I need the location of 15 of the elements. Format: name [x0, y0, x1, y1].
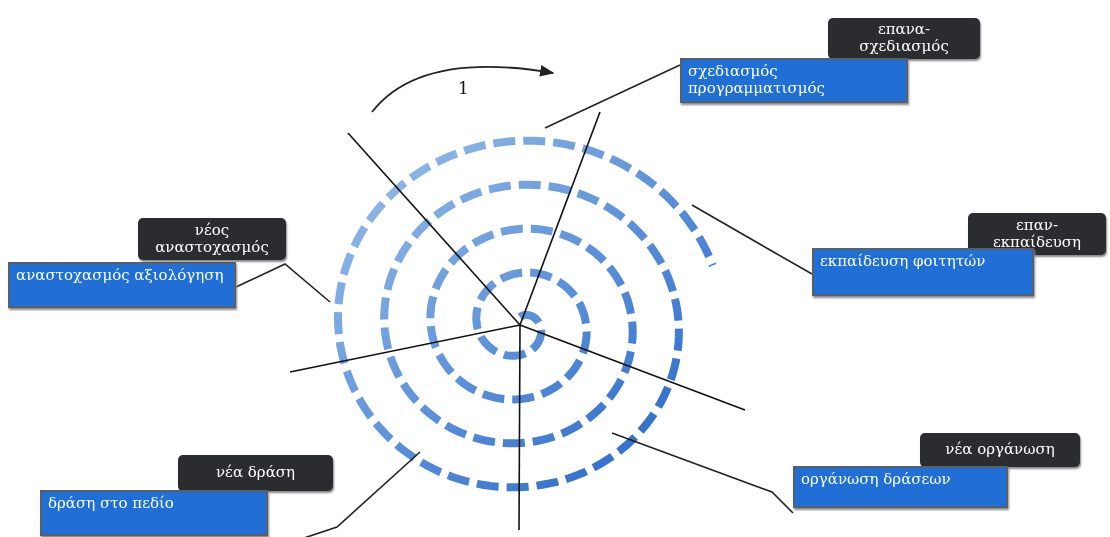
stage-box: αναστοχασμός αξιολόγηση	[8, 262, 236, 308]
leader-line	[235, 263, 331, 303]
stage-box: οργάνωση δράσεων	[793, 466, 1008, 508]
tag-box: επαν- εκπαίδευση	[968, 213, 1106, 255]
stage-box: δράση στο πεδίο	[40, 490, 268, 536]
leader-line	[691, 204, 813, 275]
leader-line	[544, 64, 681, 129]
tag-box: νέος αναστοχασμός	[138, 218, 286, 260]
stage-box: εκπαίδευση φοιτητών	[812, 248, 1034, 296]
tag-box: επανα- σχεδιασμός	[828, 18, 980, 59]
tag-box: νέα οργάνωση	[920, 433, 1080, 467]
tag-box: νέα δράση	[178, 455, 333, 491]
stage-box: σχεδιασμός προγραμματισμός	[680, 58, 908, 103]
step-number: 1	[458, 78, 469, 98]
leader-line	[611, 432, 794, 514]
